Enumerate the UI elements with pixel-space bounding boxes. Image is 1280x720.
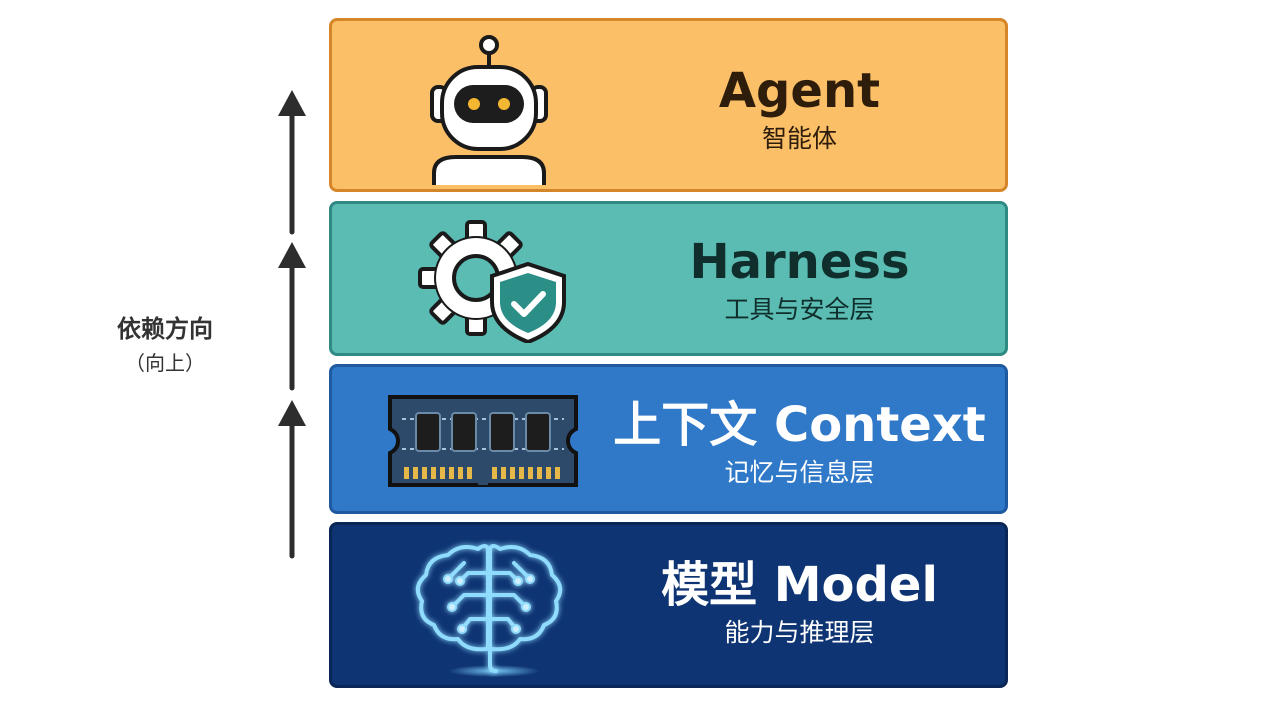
layer-model: 模型 Model 能力与推理层 xyxy=(329,522,1008,688)
layer-agent-title: Agent xyxy=(718,63,881,119)
dependency-direction-subtitle: （向上） xyxy=(125,351,205,375)
arrow-up-icon xyxy=(278,400,306,559)
layer-harness-text: Harness 工具与安全层 xyxy=(594,234,1005,326)
layer-model-text: 模型 Model 能力与推理层 xyxy=(594,557,1005,649)
dependency-arrows xyxy=(278,90,306,559)
layer-agent: Agent 智能体 xyxy=(329,18,1008,192)
layer-harness-title: Harness xyxy=(689,234,910,290)
layer-agent-text: Agent 智能体 xyxy=(594,63,1005,155)
layer-model-subtitle: 能力与推理层 xyxy=(724,618,875,647)
layer-harness: Harness 工具与安全层 xyxy=(329,201,1008,356)
dependency-direction-label: 依赖方向 （向上） xyxy=(100,313,230,377)
layer-model-title: 模型 Model xyxy=(661,557,938,613)
layer-context: 上下文 Context 记忆与信息层 xyxy=(329,364,1008,514)
layer-harness-subtitle: 工具与安全层 xyxy=(724,295,875,324)
brain-circuit-icon xyxy=(415,544,563,677)
gear-shield-icon xyxy=(418,220,566,343)
robot-icon xyxy=(430,35,548,185)
arrow-up-icon xyxy=(278,242,306,391)
arrow-up-icon xyxy=(278,90,306,235)
layer-context-text: 上下文 Context 记忆与信息层 xyxy=(594,397,1005,489)
layer-context-title: 上下文 Context xyxy=(613,397,986,453)
layer-agent-subtitle: 智能体 xyxy=(761,124,837,153)
memory-module-icon xyxy=(388,395,578,487)
layer-context-subtitle: 记忆与信息层 xyxy=(724,458,875,487)
dependency-direction-title: 依赖方向 xyxy=(117,315,213,343)
